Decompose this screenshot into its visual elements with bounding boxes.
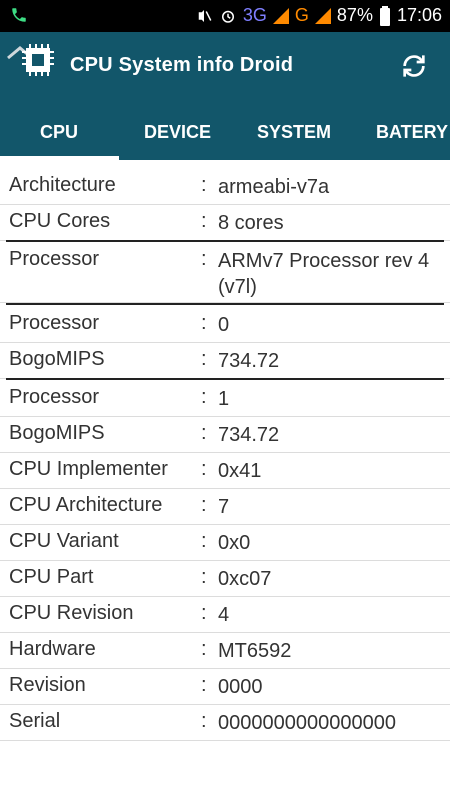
status-bar: 3G G 87% 17:06 (0, 0, 450, 32)
row-value: 0 (218, 314, 230, 336)
row-label: Hardware (9, 638, 96, 660)
tab-device[interactable]: DEVICE (144, 122, 212, 142)
row-cpu-architecture: CPU Architecture : 7 (0, 488, 450, 525)
mute-icon (195, 7, 213, 25)
row-label: CPU Revision (9, 602, 134, 624)
row-label: CPU Variant (9, 530, 119, 552)
row-separator: : (201, 458, 207, 480)
row-value: 7 (218, 496, 230, 518)
app-bar: CPU System info Droid CPU DEVICE SYSTEM … (0, 32, 450, 160)
row-value: 0000 (218, 676, 263, 698)
row-separator: : (201, 348, 207, 370)
row-label: BogoMIPS (9, 348, 105, 370)
row-value: 734.72 (218, 350, 280, 372)
row-label: CPU Cores (9, 210, 111, 232)
row-value: 0x0 (218, 532, 251, 554)
row-value: 1 (218, 388, 230, 410)
phone-icon (10, 6, 28, 24)
tab-bar: CPU DEVICE SYSTEM BATERY (0, 112, 450, 160)
row-value: 0000000000000000 (218, 712, 396, 734)
row-value: 4 (218, 604, 230, 626)
row-serial: Serial : 0000000000000000 (0, 704, 450, 741)
row-processor-0: Processor : 0 (0, 306, 450, 343)
group-divider (6, 240, 444, 242)
row-label: Processor (9, 248, 100, 270)
row-hardware: Hardware : MT6592 (0, 632, 450, 669)
row-label: Processor (9, 386, 100, 408)
group-divider (6, 378, 444, 380)
row-architecture: Architecture : armeabi-v7a (0, 168, 450, 205)
row-separator: : (201, 312, 207, 334)
row-separator: : (201, 210, 207, 232)
row-separator: : (201, 674, 207, 696)
status-right: 3G G 87% 17:06 (195, 5, 442, 26)
row-processor-1: Processor : 1 (0, 380, 450, 417)
row-cpu-variant: CPU Variant : 0x0 (0, 524, 450, 561)
row-cpu-implementer: CPU Implementer : 0x41 (0, 452, 450, 489)
row-label: CPU Architecture (9, 494, 163, 516)
row-label: CPU Implementer (9, 458, 168, 480)
row-separator: : (201, 710, 207, 732)
cpu-info-list[interactable]: Architecture : armeabi-v7a CPU Cores : 8… (0, 160, 450, 800)
battery-icon (379, 5, 391, 26)
row-separator: : (201, 602, 207, 624)
signal-icon (272, 7, 289, 24)
row-label: Processor (9, 312, 100, 334)
row-value: 734.72 (218, 424, 280, 446)
row-value: 0x41 (218, 460, 262, 482)
row-label: Serial (9, 710, 61, 732)
row-separator: : (201, 566, 207, 588)
row-cpu-part: CPU Part : 0xc07 (0, 560, 450, 597)
clock: 17:06 (396, 5, 442, 25)
row-separator: : (201, 386, 207, 408)
cpu-chip-icon (6, 38, 66, 82)
row-separator: : (201, 174, 207, 196)
row-separator: : (201, 638, 207, 660)
row-cpu-cores: CPU Cores : 8 cores (0, 204, 450, 241)
row-value: MT6592 (218, 640, 292, 662)
row-value: 0xc07 (218, 568, 272, 590)
row-separator: : (201, 530, 207, 552)
app-title: CPU System info Droid (70, 54, 294, 76)
tab-system[interactable]: SYSTEM (257, 122, 332, 142)
row-separator: : (201, 422, 207, 444)
row-cpu-revision: CPU Revision : 4 (0, 596, 450, 633)
row-value: armeabi-v7a (218, 176, 330, 198)
network-3g: 3G (242, 5, 267, 25)
row-separator: : (201, 248, 207, 270)
network-g: G (294, 5, 309, 25)
battery-percent: 87% (336, 5, 373, 25)
row-bogomips-1: BogoMIPS : 734.72 (0, 416, 450, 453)
signal-icon-2 (314, 7, 331, 24)
row-label: BogoMIPS (9, 422, 105, 444)
row-separator: : (201, 494, 207, 516)
row-revision: Revision : 0000 (0, 668, 450, 705)
row-value: ARMv7 Processor rev 4 (v7l) (218, 250, 430, 298)
row-processor-name: Processor : ARMv7 Processor rev 4 (v7l) (0, 242, 450, 303)
row-value: 8 cores (218, 212, 284, 234)
tab-batery[interactable]: BATERY (376, 122, 448, 142)
row-label: Revision (9, 674, 86, 696)
tab-cpu[interactable]: CPU (40, 122, 79, 142)
row-label: Architecture (9, 174, 116, 196)
group-divider (6, 303, 444, 305)
row-label: CPU Part (9, 566, 94, 588)
tab-indicator (0, 156, 119, 160)
row-bogomips-0: BogoMIPS : 734.72 (0, 342, 450, 379)
alarm-icon (219, 7, 237, 25)
refresh-icon[interactable] (398, 50, 430, 82)
